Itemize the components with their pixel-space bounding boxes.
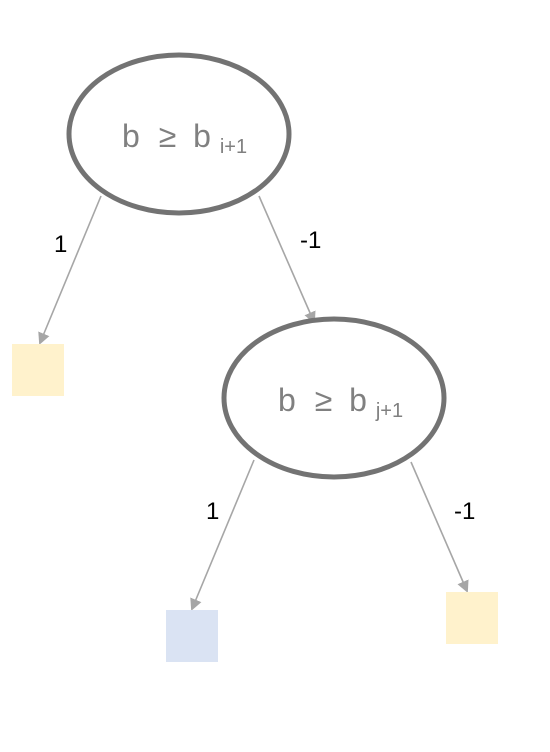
root-node-subscript: i+1 — [220, 136, 247, 158]
child-node-subscript: j+1 — [375, 400, 403, 422]
child-node-ellipse — [221, 316, 447, 480]
leaf-blue — [166, 610, 218, 662]
edge-child-left — [190, 459, 255, 611]
edge-root-left — [38, 195, 102, 345]
root-node-op: ≥ — [159, 118, 177, 154]
edge-label-child-right: -1 — [454, 498, 475, 525]
edge-label-root-left: 1 — [54, 231, 67, 258]
edge-child-right — [410, 461, 469, 593]
leaf-yellow-right — [446, 592, 498, 644]
child-node: b ≥ b j+1 — [221, 316, 447, 480]
root-node-var: b — [122, 118, 140, 154]
child-node-op: ≥ — [315, 382, 333, 418]
leaf-yellow-left — [12, 344, 64, 396]
child-node-base: b — [349, 382, 367, 418]
root-node-ellipse — [66, 52, 292, 216]
root-node: b ≥ b i+1 — [66, 52, 292, 216]
edge-root-right — [258, 195, 316, 324]
child-node-condition: b ≥ b j+1 — [278, 382, 403, 422]
root-node-condition: b ≥ b i+1 — [122, 118, 247, 158]
child-node-var: b — [278, 382, 296, 418]
edge-label-root-right: -1 — [300, 227, 321, 254]
edge-label-child-left: 1 — [206, 498, 219, 525]
root-node-base: b — [193, 118, 211, 154]
